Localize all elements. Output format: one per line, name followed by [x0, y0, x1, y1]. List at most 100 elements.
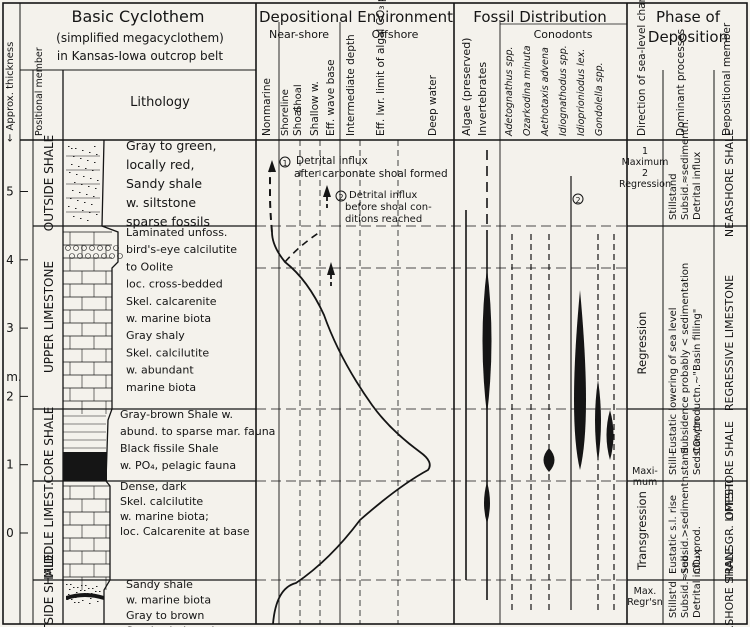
- sand-dot: [76, 174, 78, 175]
- sand-dot: [76, 592, 78, 593]
- member-name: CORE SHALE: [42, 407, 56, 484]
- phase-column-label: Direction of sea-level change: [636, 0, 648, 136]
- phase-title-1: Phase of: [656, 8, 721, 26]
- phase-process: Subsid.>sedimentn.: [680, 473, 691, 574]
- phase-member: REGRESSIVE LIMESTONE: [723, 275, 736, 411]
- arrow-1: [268, 160, 276, 172]
- conodonts-label: Conodonts: [534, 28, 593, 41]
- environment-column-label: Nonmarine: [261, 78, 273, 136]
- dynamic-layer: Basic Cyclothem (simplified megacyclothem…: [5, 0, 747, 627]
- sand-dot: [71, 164, 73, 165]
- phase-direction: Transgression: [635, 491, 649, 571]
- sand-dot: [96, 214, 98, 215]
- note-marker-2b-text: 2: [575, 196, 580, 205]
- sand-dot: [68, 594, 70, 595]
- cyclothem-subtitle-1: (simplified megacyclothem): [56, 31, 224, 45]
- sand-dot: [78, 602, 80, 603]
- environment-curve: [268, 156, 431, 625]
- lithology-description: Skel. calcilutite: [120, 495, 203, 508]
- arrow-2: [323, 185, 331, 197]
- scale-tick-label: 0: [6, 526, 14, 540]
- phase-process: Subsidence probably < sedimentation: [680, 263, 691, 454]
- fossil-column-label: Aethotaxis advena: [540, 47, 551, 137]
- lithology-description: w. abundant: [126, 364, 194, 377]
- phase-process: Eustatic s.l. rise: [668, 495, 679, 574]
- phase-direction: Regr'sn: [627, 597, 663, 608]
- oolite-grain: [73, 245, 79, 251]
- note1-line1: Detrital influx: [296, 155, 368, 167]
- lithology-description: Skel. calcarenite: [126, 295, 217, 308]
- sand-dot: [68, 146, 70, 147]
- lithology-description: Gray to green,: [126, 138, 216, 153]
- sand-dot: [93, 196, 95, 197]
- lithology-profile: [101, 139, 119, 624]
- coal-seam: [66, 593, 104, 600]
- lithology-description: w. PO₄, pelagic fauna: [120, 459, 236, 472]
- phase-column-label: Dominant processes: [675, 29, 687, 136]
- sand-dot: [88, 588, 90, 589]
- phase-process: Stillstand: [668, 173, 679, 220]
- sand-dot: [74, 182, 76, 183]
- lithology-description: to Oolite: [126, 260, 173, 273]
- fossil-column-label: Invertebrates: [476, 62, 489, 136]
- sand-dot: [91, 204, 93, 205]
- sand-dot: [75, 208, 77, 209]
- sand-dot: [83, 176, 85, 177]
- phase-process: Subsid.≈sedimentn.: [680, 119, 691, 220]
- phase-process: Stillst'd: [668, 581, 679, 618]
- sand-dot: [72, 190, 74, 191]
- phase-direction: Maxi-: [632, 466, 658, 477]
- fossil-column-label: Idioprioniodus lex.: [576, 49, 587, 136]
- sand-dot: [85, 168, 87, 169]
- lithology-description: loc. cross-bedded: [126, 278, 223, 291]
- sand-dot: [94, 162, 96, 163]
- cyclothem-title: Basic Cyclothem: [72, 7, 205, 26]
- phase-direction: Regression: [635, 312, 649, 375]
- sand-dot: [79, 192, 81, 193]
- member-name: OUTSIDE SHALE: [42, 554, 56, 627]
- phase-direction: 1: [642, 146, 648, 157]
- lithology-description: Sandy shale: [126, 578, 193, 591]
- sand-dot: [85, 585, 87, 586]
- scale-tick-label: 1: [6, 458, 14, 472]
- environment-column-label: Deep water: [427, 74, 439, 136]
- phase-direction: mum: [633, 477, 658, 488]
- sand-dot: [87, 160, 89, 161]
- lithology-description: Sandy shale w. loc: [126, 625, 227, 627]
- lithology-label: Lithology: [130, 95, 190, 110]
- lithology-description: Gray-brown Shale w.: [120, 408, 233, 421]
- phase-direction: Maximum: [622, 157, 669, 168]
- member-name: MIDDLE LIMEST.: [42, 482, 56, 578]
- sand-dot: [97, 601, 99, 602]
- sand-dot: [77, 200, 79, 201]
- sand-dot: [71, 148, 73, 149]
- scale-unit: m.: [6, 370, 22, 384]
- lithology-description: Skel. calcilutite: [126, 346, 209, 359]
- thickness-label: ← Approx. thickness: [5, 42, 16, 142]
- phase-direction: Regression: [619, 179, 671, 190]
- phase-member: NEARSHORE SHALE: [723, 129, 736, 237]
- oolite-grain: [69, 253, 75, 259]
- note2-line2: before shoal con-: [345, 202, 432, 213]
- lithology-description: Gray to brown: [126, 609, 204, 622]
- sand-dot: [82, 600, 84, 601]
- sand-dot: [81, 184, 83, 185]
- sand-dot: [75, 148, 77, 149]
- sand-dot: [80, 590, 82, 591]
- lithology-description: locally red,: [126, 157, 194, 172]
- sand-dot: [70, 584, 72, 585]
- lithology-description: Gray shaly: [126, 329, 185, 342]
- depth-curve: [271, 231, 431, 625]
- environment-column-label: Eff. lwr. limit of algal CO₃ production: [375, 0, 387, 136]
- sand-dot: [97, 180, 99, 181]
- fossil-title: Fossil Distribution: [473, 8, 607, 26]
- lithology-description: Dense, dark: [120, 480, 187, 493]
- phase-member: TRANSGR. LIMEST.: [723, 480, 736, 582]
- lithology-description: loc. Calcarenite at base: [120, 525, 250, 538]
- lithology-description: w. marine biota;: [120, 510, 209, 523]
- phase-process: Subsid.≈sed.: [680, 552, 691, 618]
- fossil-column-label: Idiognathodus spp.: [558, 45, 569, 136]
- scale-tick-label: 5: [6, 185, 14, 199]
- phase-member: NEARSHORE SHALE: [723, 548, 736, 627]
- oolite-grain: [105, 245, 111, 251]
